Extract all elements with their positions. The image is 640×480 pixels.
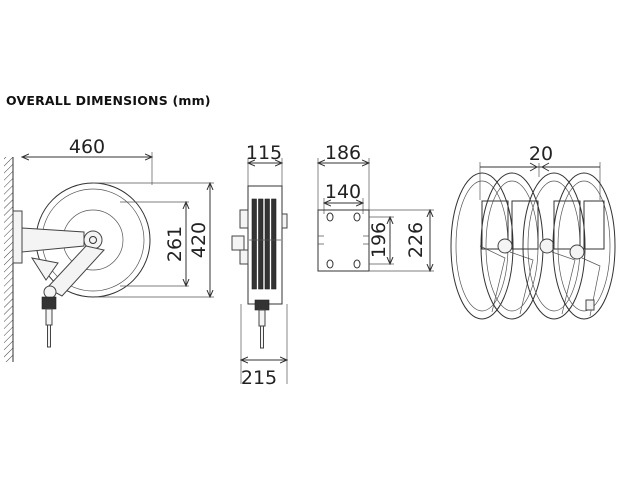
- mount-arm: [21, 227, 85, 253]
- dim-215-label: 215: [241, 367, 277, 389]
- mounting-hole: [353, 259, 361, 269]
- dim-261-label: 261: [164, 226, 186, 262]
- dim-115-label: 115: [246, 142, 282, 164]
- frame-tab: [239, 249, 249, 265]
- hose-stopper: [254, 299, 270, 311]
- hose-coil: [264, 198, 270, 290]
- mounting-hole: [326, 259, 334, 269]
- page-title: OVERALL DIMENSIONS (mm): [6, 93, 211, 108]
- hose-coil: [258, 198, 264, 290]
- dim-460-label: 460: [69, 136, 105, 158]
- frame-tab: [239, 209, 249, 229]
- side-bracket: [231, 235, 245, 251]
- wall-plate: [317, 209, 370, 272]
- mounting-hole: [353, 212, 361, 222]
- frame-tab: [281, 213, 288, 229]
- hose-coil: [251, 198, 257, 290]
- dim-196-label: 196: [368, 222, 390, 258]
- hose-guide: [46, 245, 105, 297]
- mounting-hole: [326, 212, 334, 222]
- dim-186-label: 186: [325, 142, 361, 164]
- reel-unit: [522, 172, 586, 320]
- multi-reel-view: 20: [450, 143, 616, 320]
- hose-fitting: [258, 309, 266, 327]
- wall-bracket: [12, 210, 23, 264]
- side-view: 460 261 420: [4, 136, 214, 362]
- dim-420-label: 420: [188, 222, 210, 258]
- dim-226-label: 226: [405, 222, 427, 258]
- dim-20-label: 20: [529, 143, 553, 165]
- wall-hatch: [4, 157, 13, 362]
- plate-marks: [318, 235, 369, 245]
- nozzle: [47, 324, 51, 348]
- nozzle: [260, 325, 264, 349]
- hose-coil: [271, 198, 277, 290]
- hub-bolt: [89, 236, 97, 244]
- dim-140-label: 140: [325, 181, 361, 203]
- plate-view: 186 140 196 226: [318, 142, 434, 271]
- hose-stopper: [41, 296, 57, 310]
- arm-brace: [30, 257, 59, 281]
- guide-roller: [43, 285, 57, 299]
- hose-fitting: [45, 308, 53, 326]
- reel-unit: [480, 172, 544, 320]
- dim-20-arrows: [529, 162, 550, 172]
- front-view: 115 215: [231, 142, 288, 389]
- reel-unit: [552, 172, 616, 320]
